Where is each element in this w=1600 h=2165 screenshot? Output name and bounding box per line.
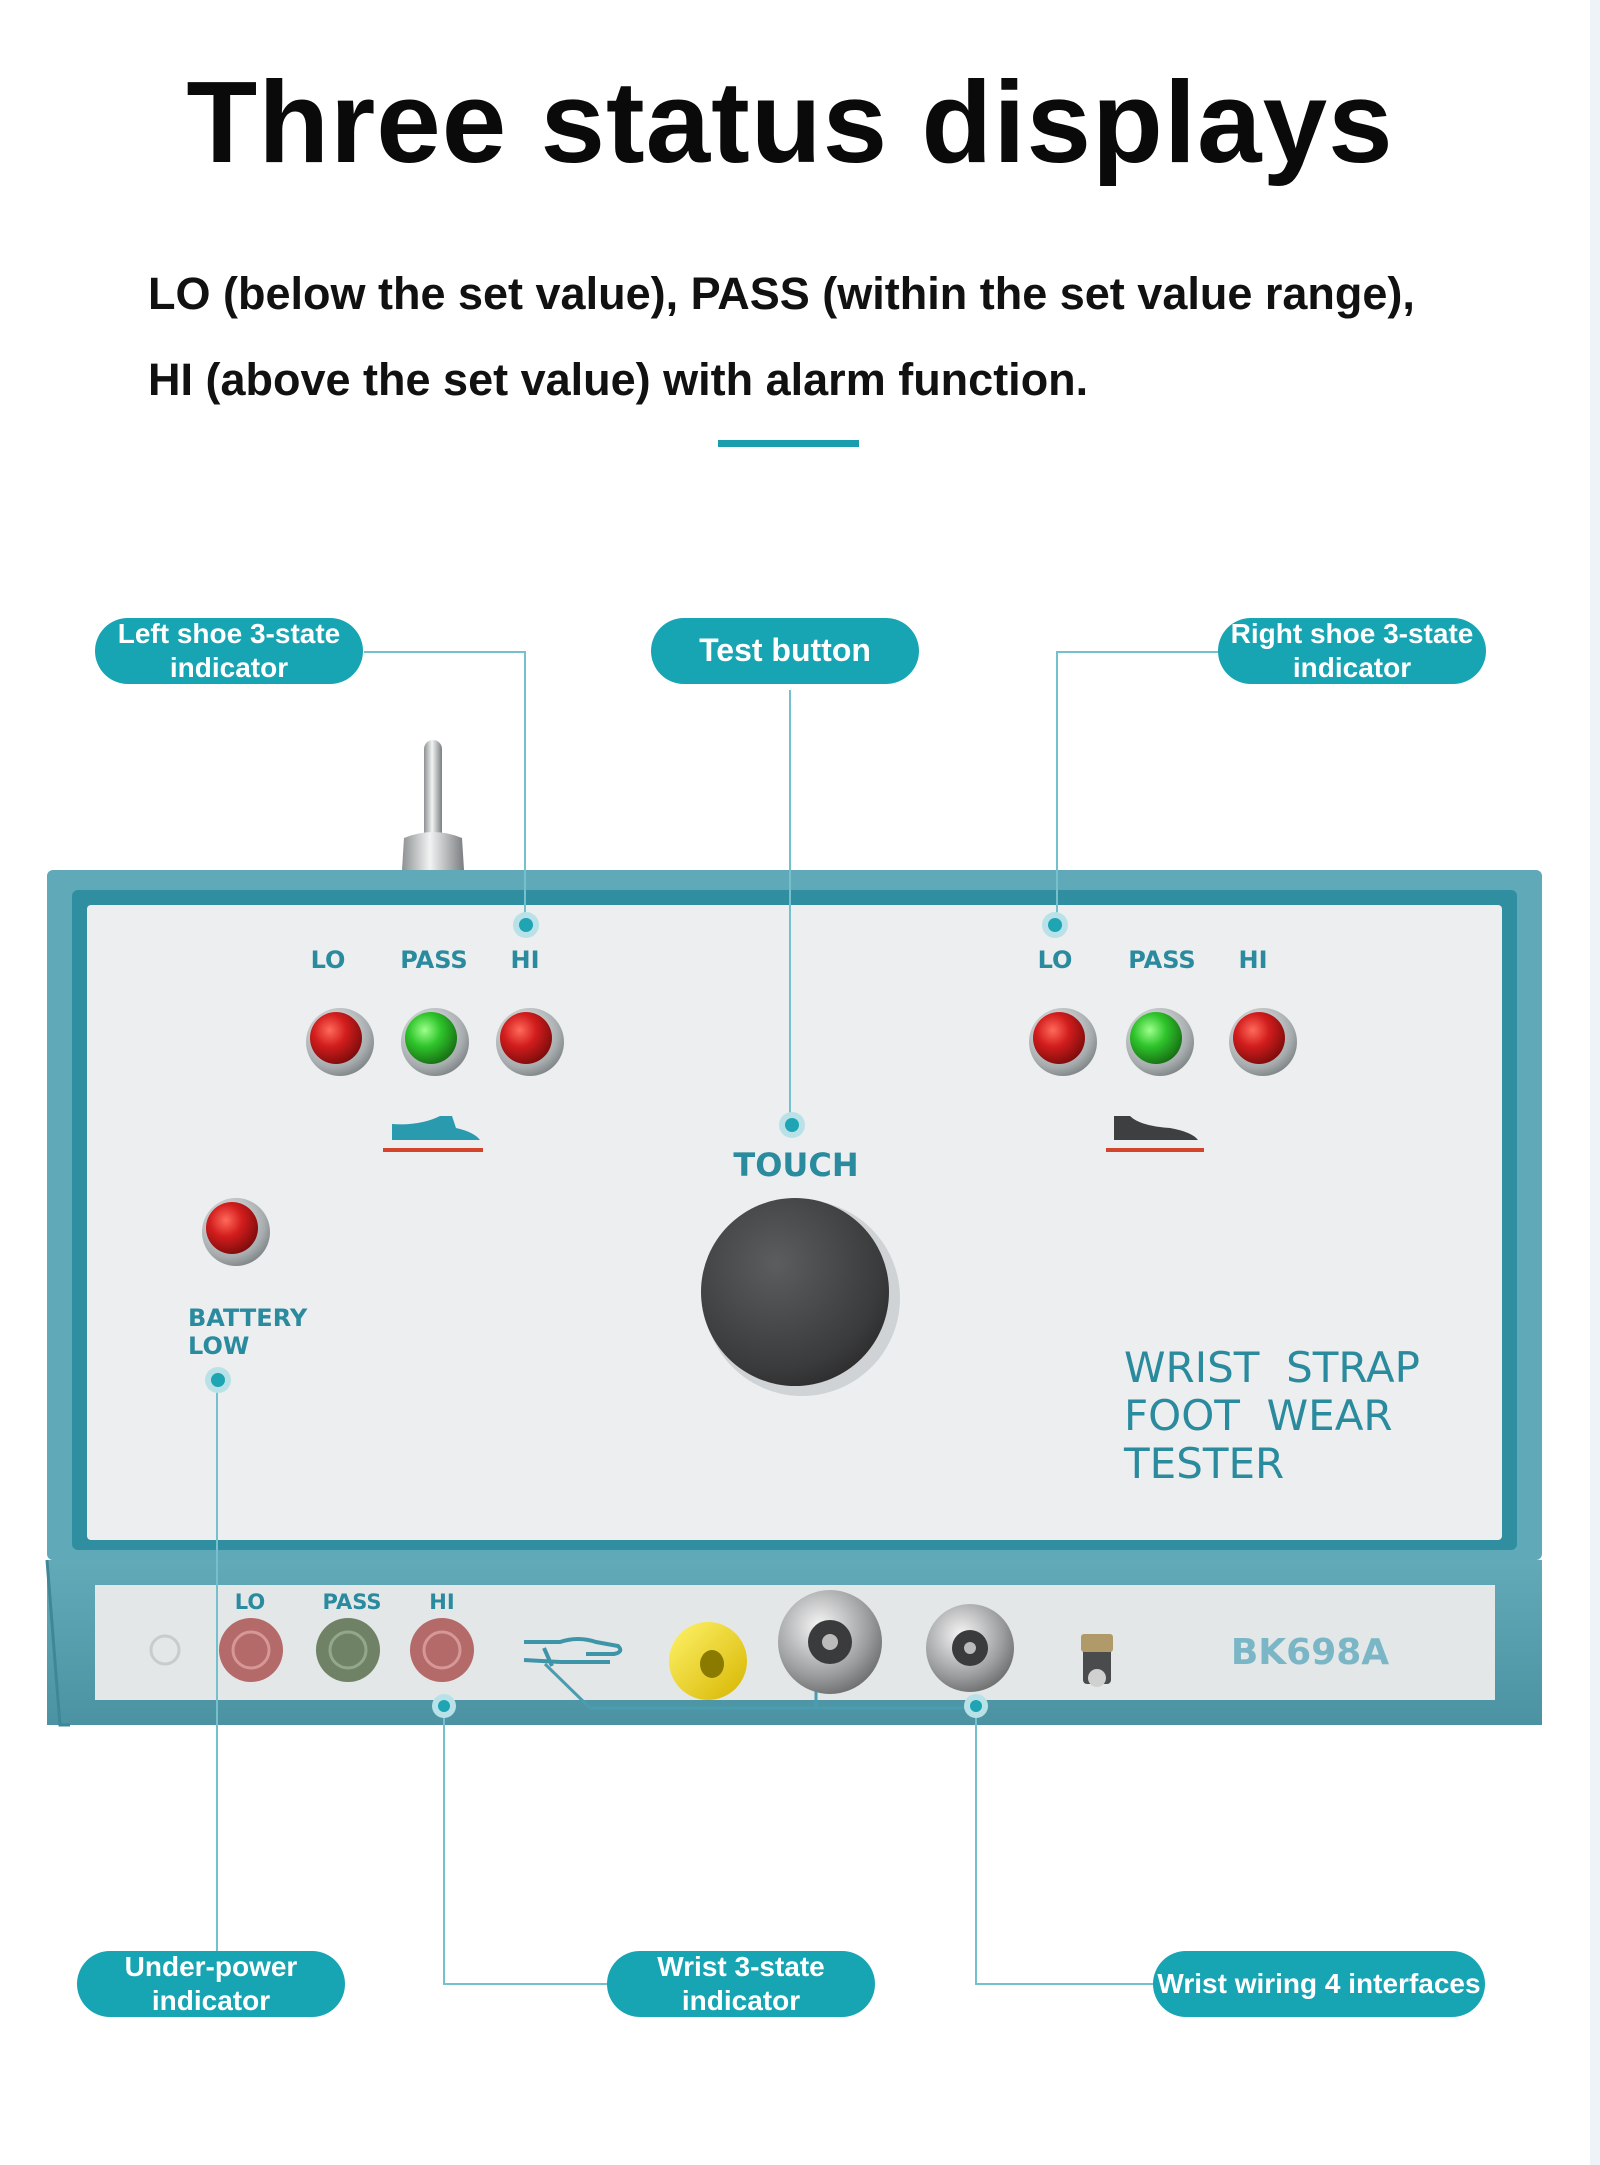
front-hi-label: HI bbox=[429, 1590, 454, 1614]
left-shoe-leds bbox=[306, 1008, 564, 1076]
toggle-switch-icon[interactable] bbox=[402, 740, 464, 870]
right-pass-label: PASS bbox=[1128, 946, 1195, 974]
battery-label-line2: LOW bbox=[188, 1332, 249, 1360]
callout-right-shoe: Right shoe 3-state indicator bbox=[1218, 618, 1486, 684]
device-name-line2: FOOT WEAR bbox=[1124, 1391, 1393, 1440]
left-shoe-icon bbox=[383, 1116, 483, 1152]
right-shoe-leds bbox=[1029, 1008, 1297, 1076]
right-lo-led bbox=[1033, 1012, 1085, 1064]
right-hi-label: HI bbox=[1238, 946, 1267, 974]
left-pass-led bbox=[405, 1012, 457, 1064]
right-lo-label: LO bbox=[1038, 946, 1073, 974]
wrist-leds bbox=[219, 1618, 474, 1682]
subtitle-line-1: LO (below the set value), PASS (within t… bbox=[148, 268, 1415, 319]
page-edge-strip bbox=[1590, 0, 1600, 2165]
right-shoe-icon bbox=[1106, 1116, 1204, 1152]
callout-under-power: Under-power indicator bbox=[77, 1951, 345, 2017]
battery-label-line1: BATTERY bbox=[188, 1304, 308, 1332]
front-pass-label: PASS bbox=[322, 1590, 381, 1614]
title-divider bbox=[718, 440, 859, 447]
hand-icon bbox=[523, 1637, 623, 1667]
touch-pad-icon[interactable] bbox=[701, 1198, 889, 1386]
model-label: BK698A bbox=[1231, 1632, 1389, 1673]
left-hi-label: HI bbox=[510, 946, 539, 974]
right-pass-led bbox=[1130, 1012, 1182, 1064]
page-title: Three status displays bbox=[186, 57, 1394, 187]
power-port bbox=[149, 1634, 181, 1666]
left-lo-led bbox=[310, 1012, 362, 1064]
callout-anchor-dots bbox=[205, 912, 1068, 1718]
device-name-line3: TESTER bbox=[1123, 1439, 1284, 1488]
battery-low-led bbox=[206, 1202, 258, 1254]
left-pass-label: PASS bbox=[400, 946, 467, 974]
callout-test-button: Test button bbox=[651, 618, 919, 684]
touch-label: TOUCH bbox=[733, 1146, 858, 1184]
right-hi-led bbox=[1233, 1012, 1285, 1064]
callout-left-shoe: Left shoe 3-state indicator bbox=[95, 618, 363, 684]
device-name-line1: WRIST STRAP bbox=[1124, 1343, 1420, 1392]
front-lo-label: LO bbox=[235, 1590, 266, 1614]
callout-wrist-wiring: Wrist wiring 4 interfaces bbox=[1153, 1951, 1485, 2017]
callout-leader-lines bbox=[216, 651, 1230, 1985]
left-hi-led bbox=[500, 1012, 552, 1064]
subtitle-line-2: HI (above the set value) with alarm func… bbox=[148, 354, 1089, 405]
callout-wrist-state: Wrist 3-state indicator bbox=[607, 1951, 875, 2017]
left-lo-label: LO bbox=[311, 946, 346, 974]
